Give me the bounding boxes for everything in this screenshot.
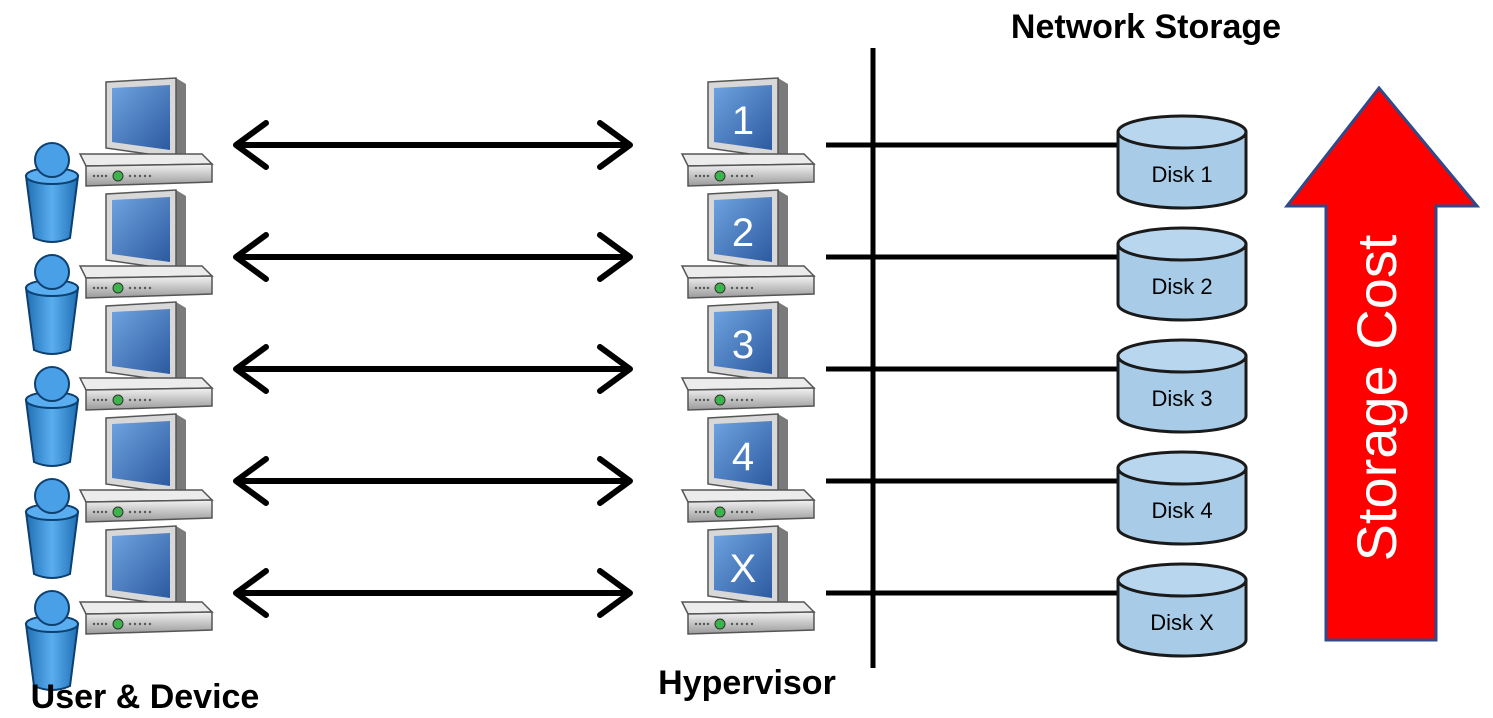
storage-cost-arrow: Storage Cost: [1283, 85, 1481, 642]
disk-cylinder-icon: Disk 4: [1116, 450, 1248, 546]
vm-computer-icon: 3: [680, 301, 816, 411]
user-icon: [24, 478, 80, 579]
vm-computer-icon: 2: [680, 189, 816, 299]
disk-cylinder-icon: Disk X: [1116, 562, 1248, 658]
vm-number-label: 4: [732, 435, 754, 479]
vm-number-label: X: [730, 547, 757, 591]
vm-computer-icon: X: [680, 525, 816, 635]
user-icon: [24, 590, 80, 691]
vm-computer-icon: 1: [680, 77, 816, 187]
desktop-computer-icon: [78, 413, 214, 523]
disk-label: Disk 3: [1151, 386, 1212, 411]
double-arrow-icon: [233, 120, 633, 170]
user-icon: [24, 366, 80, 467]
hypervisor-title: Hypervisor: [658, 664, 836, 702]
vm-number-label: 3: [732, 323, 754, 367]
user-device-title: User & Device: [31, 678, 260, 716]
double-arrow-icon: [233, 456, 633, 506]
storage-cost-label: Storage Cost: [1345, 234, 1408, 561]
disk-cylinder-icon: Disk 3: [1116, 338, 1248, 434]
network-storage-title: Network Storage: [1011, 8, 1281, 46]
diagram-row: X Disk X: [24, 525, 1248, 691]
disk-label: Disk 4: [1151, 498, 1212, 523]
desktop-computer-icon: [78, 189, 214, 299]
disk-cylinder-icon: Disk 2: [1116, 226, 1248, 322]
vm-number-label: 2: [732, 211, 754, 255]
vm-number-label: 1: [732, 99, 754, 143]
disk-label: Disk 1: [1151, 162, 1212, 187]
desktop-computer-icon: [78, 301, 214, 411]
double-arrow-icon: [233, 568, 633, 618]
desktop-computer-icon: [78, 525, 214, 635]
up-arrow-icon: [1283, 85, 1481, 642]
double-arrow-icon: [233, 232, 633, 282]
double-arrow-icon: [233, 344, 633, 394]
disk-cylinder-icon: Disk 1: [1116, 114, 1248, 210]
user-icon: [24, 142, 80, 243]
disk-label: Disk 2: [1151, 274, 1212, 299]
desktop-computer-icon: [78, 77, 214, 187]
disk-label: Disk X: [1150, 610, 1214, 635]
user-icon: [24, 254, 80, 355]
vm-computer-icon: 4: [680, 413, 816, 523]
